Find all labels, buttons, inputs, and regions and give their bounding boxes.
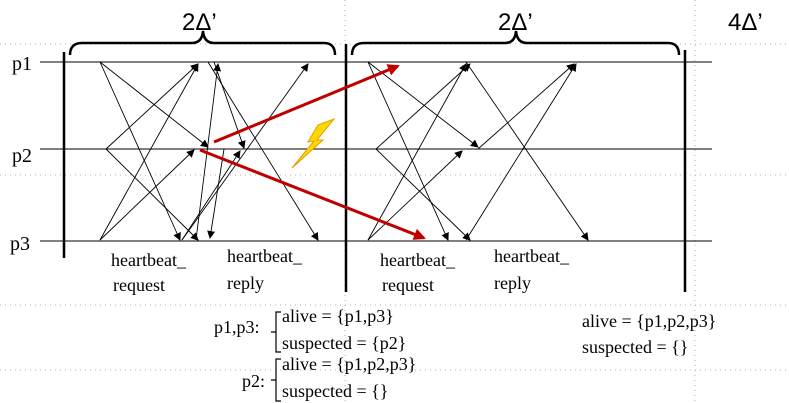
state-p1p3-alive: alive = {p1,p3}	[282, 306, 394, 326]
state-p1p3-prefix: p1,p3:	[214, 317, 260, 337]
first-request-label-line1: heartbeat_	[111, 250, 187, 270]
state-p2-prefix: p2:	[242, 371, 265, 391]
first-request-label-line2: request	[113, 275, 165, 295]
message-arrow	[105, 63, 199, 150]
state-p1p3-suspected: suspected = {p2}	[282, 333, 406, 353]
message-arrow	[207, 148, 225, 239]
period-label-first: 2Δ’	[182, 9, 217, 36]
message-arrow	[99, 149, 195, 241]
message-arrow	[375, 148, 471, 241]
process-label-p1: p1	[12, 53, 32, 75]
message-arrow	[181, 63, 309, 241]
state-p2-suspected: suspected = {}	[282, 381, 388, 401]
message-arrow	[367, 61, 449, 241]
bracket-p1p3	[271, 311, 281, 353]
first-reply-label-line1: heartbeat_	[227, 246, 303, 266]
messages-second-period	[367, 61, 589, 241]
message-arrow	[207, 61, 319, 241]
message-arrow	[213, 61, 246, 149]
lightning-bolt-icon	[291, 117, 336, 169]
process-label-p2: p2	[12, 145, 32, 167]
brace-second-period	[350, 30, 681, 56]
late-message-p2-to-p3	[199, 148, 426, 240]
late-message-p2-to-p1	[213, 64, 400, 144]
message-arrow	[375, 63, 471, 150]
second-reply-label-line2: reply	[494, 273, 531, 293]
period-label-total: 4Δ’	[728, 9, 763, 36]
message-arrow	[99, 61, 181, 241]
second-request-label-line2: request	[382, 275, 434, 295]
state-p2-alive: alive = {p1,p2,p3}	[282, 354, 416, 374]
message-arrow	[465, 61, 589, 241]
first-reply-label-line2: reply	[227, 273, 264, 293]
message-arrow	[367, 61, 479, 148]
message-arrow	[367, 63, 467, 241]
second-reply-label-line1: heartbeat_	[494, 246, 570, 266]
brace-first-period	[68, 30, 337, 56]
message-arrow	[367, 150, 463, 241]
bracket-p2	[271, 358, 281, 402]
final-state-suspected: suspected = {}	[582, 337, 688, 357]
message-arrow	[99, 63, 199, 241]
messages-first-period	[99, 61, 319, 241]
second-request-label-line1: heartbeat_	[380, 250, 456, 270]
final-state-alive: alive = {p1,p2,p3}	[582, 311, 716, 331]
message-arrow	[465, 63, 577, 241]
message-arrow	[181, 150, 241, 241]
message-arrow	[477, 63, 575, 150]
period-label-second: 2Δ’	[498, 9, 533, 36]
message-arrow	[105, 148, 199, 241]
process-label-p3: p3	[10, 233, 30, 255]
